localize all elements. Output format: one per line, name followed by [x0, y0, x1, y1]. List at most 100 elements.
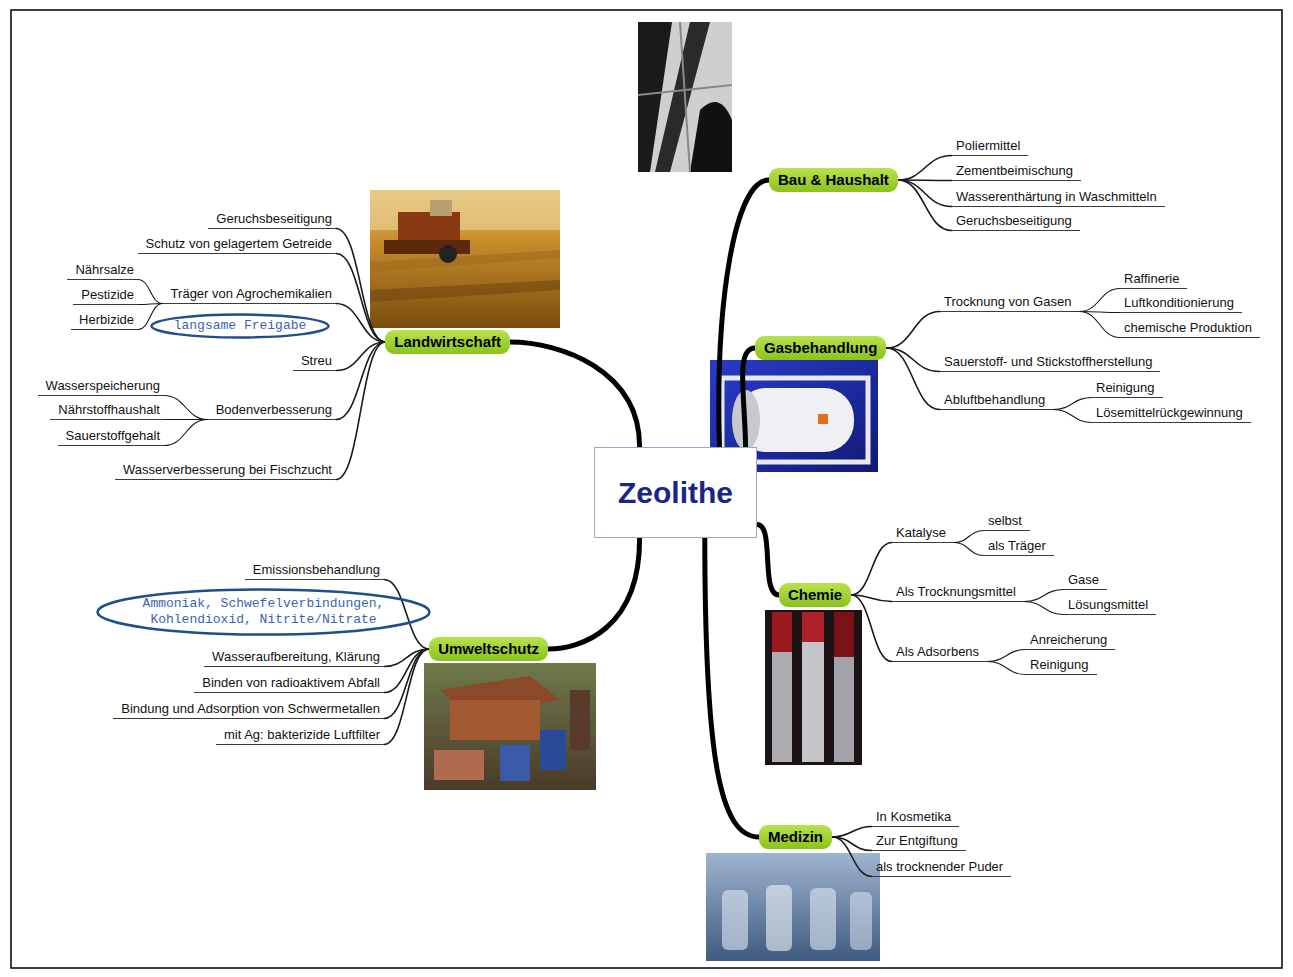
frame [11, 10, 1282, 968]
node-text: mit Ag: bakterizide Luftfilter [224, 727, 380, 742]
branch-line [832, 827, 872, 838]
test-tubes-photo [802, 612, 824, 762]
branch-item: Geruchsbeseitigung [952, 213, 1080, 231]
glasses-photo [766, 885, 792, 951]
node-text: Emissionsbehandlung [253, 562, 380, 577]
branch-item: Lösemittelrückgewinnung [1092, 405, 1251, 423]
branch-line [886, 312, 940, 349]
branch-item: chemische Produktion [1120, 320, 1260, 338]
branch-item: Emissionsbehandlung [245, 562, 384, 580]
branch-item: Reinigung [1026, 657, 1097, 675]
branch-item: Pestizide [73, 287, 138, 305]
branch-line [384, 649, 429, 719]
branch-item: selbst [984, 513, 1030, 531]
branch-item: Träger von Agrochemikalien [163, 286, 336, 304]
node-text: Anreicherung [1030, 632, 1107, 647]
node-text: langsame Freigabe [174, 318, 307, 334]
node-text: selbst [988, 513, 1022, 528]
branch-item: Gase [1064, 572, 1107, 590]
node-text: Binden von radioaktivem Abfall [202, 675, 380, 690]
branch-line [1079, 312, 1120, 338]
branch-item: Wasseraufbereitung, Klärung [204, 649, 384, 667]
glasses-photo [722, 890, 748, 950]
branch-item: Geruchsbeseitigung [208, 211, 336, 229]
node-text: Bau & Haushalt [778, 171, 889, 188]
node-text: Poliermittel [956, 138, 1020, 153]
branch-item: Katalyse [892, 525, 954, 543]
node-text: Ammoniak, Schwefelverbindungen, Kohlendi… [133, 596, 395, 628]
harvest-photo [384, 240, 470, 254]
node-text: Zur Entgiftung [876, 833, 958, 848]
branch-item: als Träger [984, 538, 1054, 556]
branch-item: Poliermittel [952, 138, 1028, 156]
branch-line [757, 524, 779, 595]
frame [11, 10, 1282, 968]
test-tubes-photo [772, 612, 792, 762]
branch-line [1053, 398, 1092, 410]
branch-item: Abluftbehandlung [940, 392, 1053, 410]
branch-item: Sauerstoff- und Stickstoffherstellung [940, 354, 1160, 372]
branch-item: Zementbeimischung [952, 163, 1081, 181]
branch-item: In Kosmetika [872, 809, 959, 827]
node-text: Zeolithe [618, 476, 733, 510]
branch-line [336, 229, 385, 343]
branch-line [898, 156, 952, 181]
branch-line [384, 580, 429, 650]
node-text: Katalyse [896, 525, 946, 540]
node-text: als trocknender Puder [876, 859, 1003, 874]
node-text: Gasbehandlung [764, 339, 877, 356]
node-text: Umweltschutz [438, 640, 539, 657]
glasses-photo [706, 853, 880, 961]
node-text: Träger von Agrochemikalien [171, 286, 332, 301]
harvest-photo [370, 190, 560, 328]
node-text: Pestizide [81, 287, 134, 302]
glasses-photo [706, 853, 880, 961]
window-photo [638, 85, 732, 95]
glasses-photo [810, 888, 836, 950]
category-box: Medizin [759, 825, 832, 849]
test-tubes-photo [765, 610, 862, 765]
window-photo [690, 102, 732, 172]
waste-photo [570, 690, 590, 750]
node-text: Wasseraufbereitung, Klärung [212, 649, 380, 664]
branch-item: Herbizide [71, 312, 138, 330]
branch-line [719, 180, 769, 447]
central-topic: Zeolithe [594, 447, 757, 538]
harvest-photo [439, 245, 457, 263]
branch-item: als trocknender Puder [872, 859, 1011, 877]
node-text: Zementbeimischung [956, 163, 1073, 178]
node-text: Als Adsorbens [896, 644, 979, 659]
branch-line [138, 280, 163, 304]
branch-line [898, 180, 952, 207]
branch-line [832, 837, 872, 877]
node-text: Reinigung [1030, 657, 1089, 672]
branch-item: mit Ag: bakterizide Luftfilter [216, 727, 384, 745]
branch-item: Wasserspeicherung [38, 378, 164, 396]
test-tubes-photo [834, 612, 854, 657]
node-text: Bodenverbesserung [216, 402, 332, 417]
category-box: Umweltschutz [429, 637, 548, 661]
branch-item: Bindung und Adsorption von Schwermetalle… [113, 701, 384, 719]
node-text: Chemie [788, 586, 842, 603]
node-text: Trocknung von Gasen [944, 294, 1071, 309]
harvest-photo [370, 190, 560, 328]
branch-line [164, 420, 208, 446]
node-text: Wasserspeicherung [46, 378, 160, 393]
branch-item: Als Adsorbens [892, 644, 987, 662]
node-text: Nährsalze [75, 262, 134, 277]
waste-photo [424, 663, 596, 790]
test-tubes-photo [802, 612, 824, 642]
waste-photo [434, 750, 484, 780]
branch-line [954, 531, 984, 543]
branch-line [336, 304, 385, 343]
window-photo [680, 22, 690, 172]
branch-line [548, 538, 640, 649]
node-text: Wasserenthärtung in Waschmitteln [956, 189, 1157, 204]
branch-line [851, 595, 892, 662]
branch-line [743, 348, 755, 447]
node-text: Sauerstoffgehalt [66, 428, 160, 443]
node-text: Abluftbehandlung [944, 392, 1045, 407]
node-text: Lösungsmittel [1068, 597, 1148, 612]
waste-photo [540, 730, 566, 770]
